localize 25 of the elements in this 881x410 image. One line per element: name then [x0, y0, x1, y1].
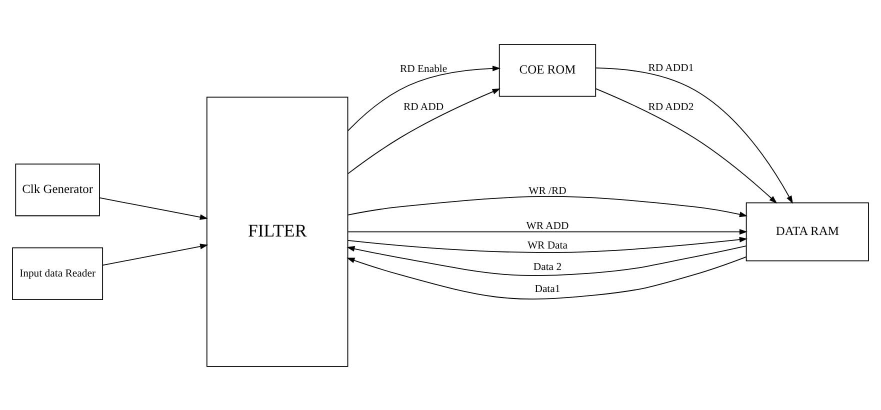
arrow	[346, 256, 747, 299]
edge-label: WR ADD	[526, 219, 569, 232]
edge-label: RD ADD	[404, 100, 444, 113]
arrow	[347, 228, 748, 234]
node-box: COE ROM	[498, 44, 596, 96]
edge-label: Data1	[534, 282, 560, 295]
arrow	[99, 196, 208, 220]
node-box: Input data Reader	[12, 246, 104, 300]
arrow	[346, 244, 747, 276]
arrow	[595, 67, 793, 204]
arrow	[347, 88, 500, 174]
edge-label: Data 2	[533, 260, 562, 272]
node-box: FILTER	[206, 96, 348, 366]
edge-label: RD ADD1	[648, 61, 694, 74]
edge-label: RD ADD2	[648, 100, 694, 113]
arrow	[348, 65, 501, 131]
arrow	[595, 88, 778, 204]
arrow	[347, 236, 748, 252]
node-box: DATA RAM	[746, 202, 869, 261]
arrow	[102, 243, 208, 266]
node-box: Clk Generator	[15, 163, 100, 216]
edge-label: RD Enable	[400, 62, 448, 74]
edge-label: WR Data	[527, 238, 568, 251]
edge-label: WR /RD	[528, 184, 566, 196]
arrow	[348, 196, 748, 217]
